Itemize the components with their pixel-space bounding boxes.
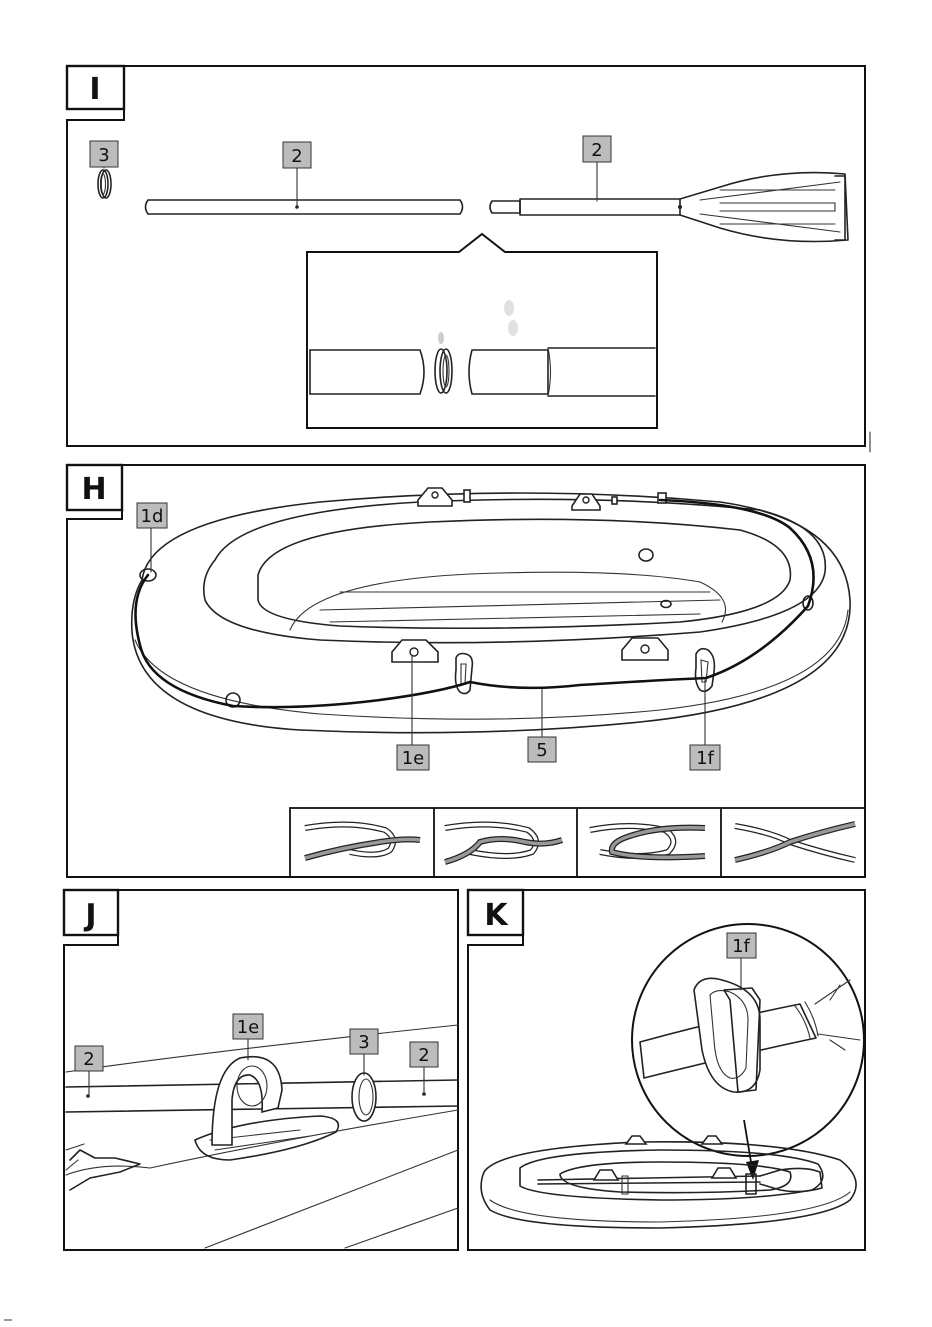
paddle-shaft: [146, 200, 463, 214]
callout-j-ring-label: 3: [358, 1032, 369, 1053]
callout-rope-label: 5: [536, 740, 547, 761]
callout-paddle-label: 2: [591, 140, 602, 161]
panel-j-letter: J: [83, 898, 96, 933]
small-boat-with-paddle: [481, 1136, 856, 1228]
panel-h-letter: H: [81, 472, 106, 507]
panel-k-letter: K: [484, 898, 509, 933]
knot-step-1: [305, 824, 420, 858]
callout-shaft-left-label: 2: [83, 1049, 94, 1070]
paddle-blade-section: [490, 173, 848, 242]
knot-step-3: [590, 826, 705, 857]
knot-steps-strip: [290, 808, 865, 877]
callout-shaft-right-label: 2: [418, 1045, 429, 1066]
holder-detail-magnifier: [632, 924, 864, 1156]
panel-k: K 1f: [468, 890, 865, 1250]
panel-h: H: [67, 465, 865, 877]
knot-step-4: [735, 824, 855, 860]
callout-bow-ring-label: 1d: [141, 506, 164, 527]
callout-shaft-label: 2: [291, 146, 302, 167]
callout-j-oarlock-label: 1e: [237, 1017, 260, 1038]
panel-i-letter: I: [89, 72, 100, 107]
sealing-ring: [98, 170, 111, 198]
panel-j: J 2 1e 3 2: [64, 890, 458, 1250]
connection-detail-inset: [307, 234, 657, 428]
knot-step-2: [445, 824, 562, 862]
inflatable-boat: [132, 488, 850, 733]
panel-i: I 3 2: [67, 66, 870, 452]
callout-ring-label: 3: [98, 145, 109, 166]
callout-oarlock-label: 1e: [402, 748, 425, 769]
callout-holder-label: 1f: [696, 748, 714, 769]
callout-k-holder-label: 1f: [732, 936, 750, 957]
